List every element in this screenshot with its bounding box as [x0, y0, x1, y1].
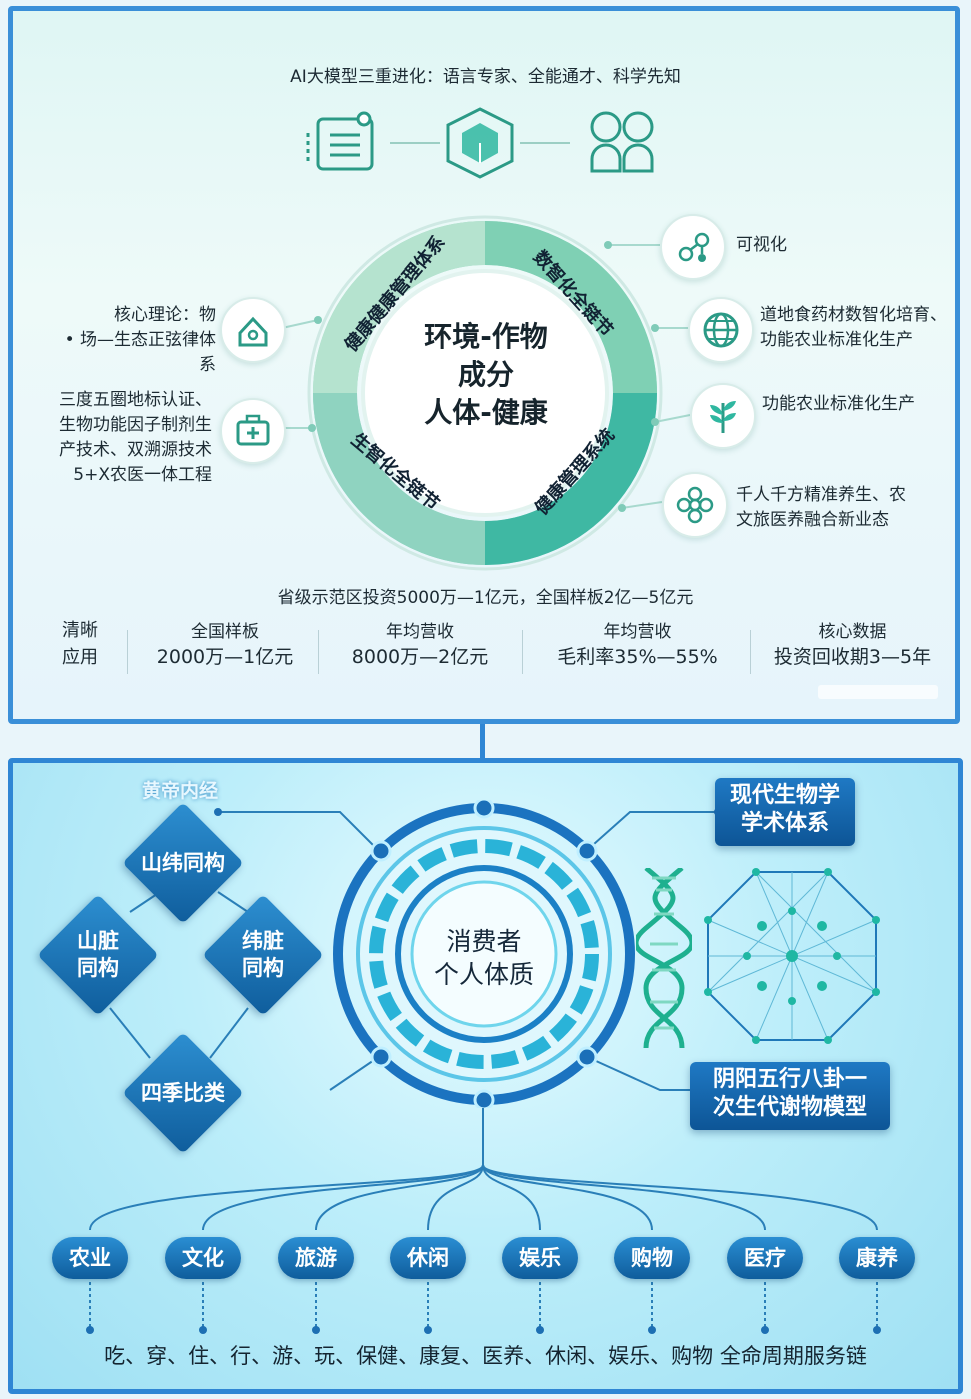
- stats-label-line2: 应用: [62, 647, 98, 668]
- stat-col-4-head: 核心数据: [818, 622, 887, 642]
- biology-box: 现代生物学 学术体系: [715, 778, 855, 846]
- yinyang-box: 阴阳五行八卦一 次生代谢物模型: [690, 1062, 890, 1130]
- plant-icon: [690, 383, 756, 449]
- cube-chip-icon: [446, 107, 514, 179]
- investment-line: 省级示范区投资5000万—1亿元，全国样板2亿—5亿元: [277, 588, 694, 608]
- stats-label-line1: 清晰: [62, 620, 98, 641]
- panel-connector: [480, 724, 485, 758]
- people-group-icon: [590, 111, 654, 173]
- left-item-tech: 三度五圈地标认证、 生物功能因子制剂生 产技术、双溯源技术 5+X农医一体工程: [20, 388, 212, 488]
- diamond-left-label: 山脏 同构: [33, 928, 163, 982]
- right-item-wellness: 千人千方精准养生、农 文旅医养融合新业态: [736, 483, 906, 533]
- document-list-icon: [306, 111, 374, 171]
- consumer-line1: 消费者: [446, 927, 522, 956]
- consumer-ring: [333, 800, 635, 1108]
- center-line-3: 人体-健康: [424, 396, 548, 429]
- right-item-cultivation: 道地食药材数智化培育、 功能农业标准化生产: [760, 303, 947, 353]
- stat-col-3-head: 年均营收: [603, 622, 672, 642]
- stat-col-2: 年均营收 8000万—2亿元: [330, 617, 510, 669]
- network-octagon-icon: [704, 868, 880, 1044]
- diamond-right-line1: 纬脏: [242, 929, 284, 953]
- biology-box-line1: 现代生物学: [729, 783, 840, 808]
- stat-col-3-value: 毛利率35%—55%: [557, 646, 718, 668]
- yinyang-box-line1: 阴阳五行八卦一: [712, 1067, 867, 1092]
- pill-medical[interactable]: 医疗: [727, 1237, 803, 1279]
- diamond-right-label: 纬脏 同构: [198, 928, 328, 982]
- biology-box-line2: 学术体系: [740, 811, 829, 836]
- left-item-tech-line1: 三度五圈地标认证、: [59, 390, 212, 410]
- right-item-visual: 可视化: [736, 235, 787, 255]
- stats-divider: [127, 630, 128, 674]
- left-item-tech-line3: 产技术、双溯源技术: [59, 440, 212, 460]
- dna-icon: [636, 868, 692, 1048]
- pill-leisure[interactable]: 休闲: [390, 1237, 466, 1279]
- nodes-icon: [660, 214, 726, 280]
- top-heading: AI大模型三重进化：语言专家、全能通才、科学先知: [290, 67, 681, 87]
- stat-col-2-head: 年均营收: [386, 622, 454, 642]
- house-icon: [220, 297, 286, 363]
- medical-kit-icon: [220, 398, 286, 464]
- stats-divider: [318, 630, 319, 674]
- central-ring: [307, 215, 663, 571]
- pill-entertainment[interactable]: 娱乐: [502, 1237, 578, 1279]
- globe-icon: [688, 297, 754, 363]
- consumer-line2: 个人体质: [433, 960, 534, 989]
- top-icons-row: [306, 107, 654, 179]
- diamond-bottom-label: 四季比类: [141, 1081, 225, 1105]
- stat-col-1-value: 2000万—1亿元: [156, 646, 294, 668]
- service-chain-footer: 吃、穿、住、行、游、玩、保健、康复、医养、休闲、娱乐、购物 全命周期服务链: [104, 1344, 867, 1368]
- pill-wellness[interactable]: 康养: [839, 1237, 915, 1279]
- left-item-tech-line4: 5+X农医一体工程: [73, 465, 212, 485]
- center-line-2: 成分: [457, 358, 514, 391]
- pill-culture[interactable]: 文化: [165, 1237, 241, 1279]
- center-line-1: 环境-作物: [424, 320, 548, 353]
- consumer-label: 消费者 个人体质: [404, 925, 564, 991]
- diamond-left-line1: 山脏: [77, 929, 119, 953]
- pill-agriculture[interactable]: 农业: [52, 1237, 128, 1279]
- stat-col-1: 全国样板 2000万—1亿元: [140, 617, 310, 669]
- diamond-left-line2: 同构: [77, 956, 119, 980]
- right-item-cultivation-line1: 道地食药材数智化培育、: [760, 305, 947, 325]
- stat-col-2-value: 8000万—2亿元: [351, 646, 489, 668]
- right-item-functional: 功能农业标准化生产: [762, 394, 915, 414]
- yinyang-box-line2: 次生代谢物模型: [712, 1095, 867, 1120]
- stats-divider: [522, 630, 523, 674]
- top-connector-lines: [281, 241, 691, 512]
- pill-tourism[interactable]: 旅游: [278, 1237, 354, 1279]
- left-item-theory-line2-text: 场—生态正弦律体系: [80, 330, 216, 375]
- left-item-theory-line2: • 场—生态正弦律体系: [64, 330, 216, 375]
- diamond-right-line2: 同构: [242, 956, 284, 980]
- right-item-wellness-line1: 千人千方精准养生、农: [736, 485, 906, 505]
- stat-col-4: 核心数据 投资回收期3—5年: [760, 617, 945, 669]
- stat-col-1-head: 全国样板: [191, 622, 259, 642]
- diamond-top-label: 山纬同构: [141, 851, 225, 875]
- left-item-theory: 核心理论：物 • 场—生态正弦律体系: [48, 303, 216, 378]
- right-item-cultivation-line2: 功能农业标准化生产: [760, 330, 913, 350]
- right-item-wellness-line2: 文旅医养融合新业态: [736, 510, 889, 530]
- pill-shopping[interactable]: 购物: [614, 1237, 690, 1279]
- left-item-tech-line2: 生物功能因子制剂生: [59, 415, 212, 435]
- huangdi-label: 黄帝内经: [142, 780, 219, 802]
- stats-label: 清晰 应用: [62, 617, 98, 671]
- stat-col-3: 年均营收 毛利率35%—55%: [535, 617, 740, 669]
- left-item-theory-line1: 核心理论：物: [114, 305, 216, 325]
- stat-col-4-value: 投资回收期3—5年: [773, 646, 932, 668]
- watermark: [818, 685, 938, 699]
- stats-divider: [750, 630, 751, 674]
- center-title: 环境-作物 成分 人体-健康: [376, 318, 596, 432]
- flower-icon: [662, 472, 728, 538]
- bottom-lines: [86, 808, 881, 1334]
